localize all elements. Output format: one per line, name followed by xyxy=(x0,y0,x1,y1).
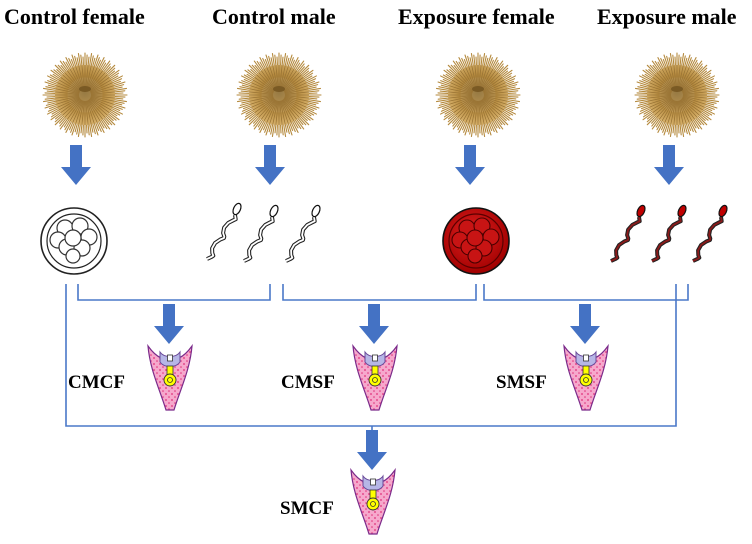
header-exposure-male: Exposure male xyxy=(597,4,737,29)
down-arrow-icon xyxy=(61,145,91,185)
down-arrow-icon xyxy=(654,145,684,185)
sea-urchin-icon xyxy=(236,52,322,138)
sperm-icon xyxy=(206,202,242,261)
label-smcf: SMCF xyxy=(280,498,334,519)
egg-icon xyxy=(40,207,108,275)
down-arrow-icon xyxy=(357,430,387,470)
connector-lines xyxy=(65,284,689,430)
sperm-icon xyxy=(285,204,321,263)
label-smsf: SMSF xyxy=(496,372,547,393)
sea-urchin-icon xyxy=(634,52,720,138)
header-control-male: Control male xyxy=(212,4,336,29)
sperm-icon xyxy=(651,204,687,263)
sperm-icon xyxy=(610,204,646,263)
down-arrow-icon xyxy=(359,304,389,344)
larva-icon xyxy=(147,343,193,411)
down-arrow-icon xyxy=(570,304,600,344)
header-control-female: Control female xyxy=(4,4,145,29)
header-exposure-female: Exposure female xyxy=(398,4,555,29)
down-arrow-icon xyxy=(255,145,285,185)
label-cmsf: CMSF xyxy=(281,372,335,393)
label-cmcf: CMCF xyxy=(68,372,125,393)
down-arrow-icon xyxy=(154,304,184,344)
larva-icon xyxy=(352,343,398,411)
larva-icon xyxy=(350,467,396,535)
larva-icon xyxy=(563,343,609,411)
egg-icon xyxy=(442,207,510,275)
down-arrow-icon xyxy=(455,145,485,185)
sea-urchin-icon xyxy=(42,52,128,138)
sperm-icon xyxy=(243,204,279,263)
sperm-icon xyxy=(692,204,728,263)
sea-urchin-icon xyxy=(435,52,521,138)
